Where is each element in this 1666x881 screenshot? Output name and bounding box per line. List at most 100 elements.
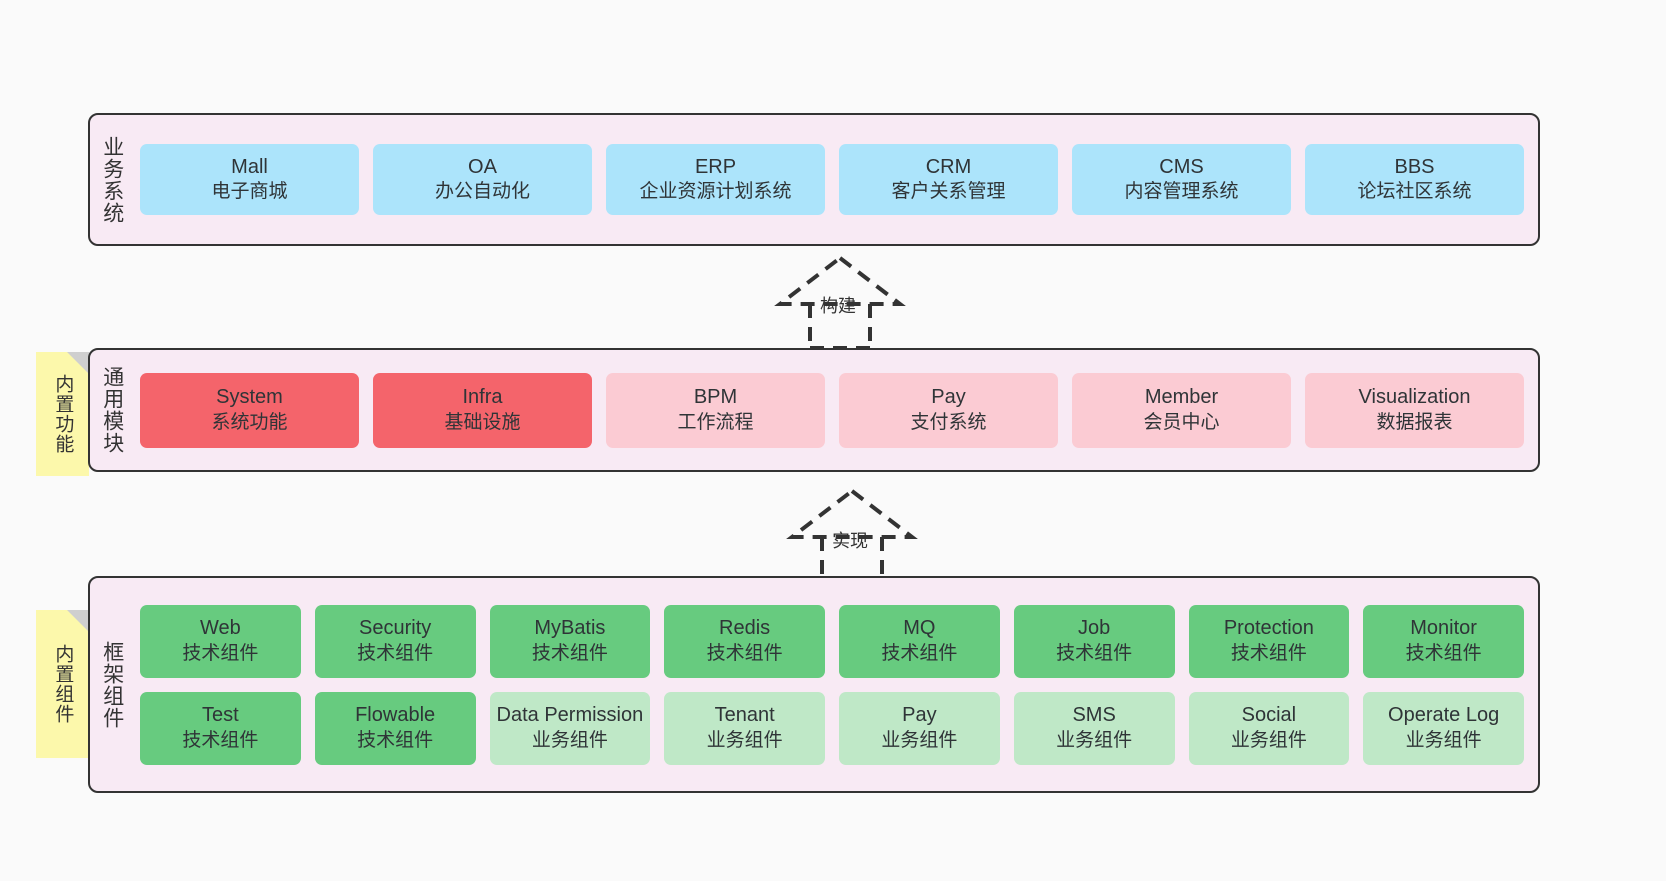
node-redis-subtitle: 技术组件 — [706, 642, 783, 664]
node-mall[interactable]: Mall 电子商城 — [140, 144, 359, 215]
node-job-subtitle: 技术组件 — [1056, 642, 1133, 664]
layer-business-system: 业务系统 Mall 电子商城 OA 办公自动化 ERP 企业资源计划系统 CRM… — [88, 113, 1540, 246]
node-cms-subtitle: 内容管理系统 — [1124, 181, 1239, 203]
connector-build-label: 构建 — [820, 296, 856, 316]
note-builtin-function: 内置功能 — [36, 352, 89, 476]
node-visualization-subtitle: 数据报表 — [1376, 411, 1453, 433]
node-pay-component-title: Pay — [902, 704, 937, 727]
node-security[interactable]: Security 技术组件 — [314, 604, 476, 678]
row-common-modules: System 系统功能 Infra 基础设施 BPM 工作流程 Pay 支付系统… — [140, 372, 1524, 448]
node-operate-log-subtitle: 业务组件 — [1405, 729, 1482, 751]
note-builtin-component: 内置组件 — [36, 610, 89, 758]
node-web-subtitle: 技术组件 — [182, 642, 259, 664]
node-mybatis[interactable]: MyBatis 技术组件 — [489, 604, 651, 678]
node-mall-subtitle: 电子商城 — [211, 181, 288, 203]
row-business-components: Test 技术组件 Flowable 技术组件 Data Permission … — [140, 691, 1524, 765]
node-bbs-subtitle: 论坛社区系统 — [1357, 181, 1472, 203]
node-operate-log[interactable]: Operate Log 业务组件 — [1363, 691, 1524, 765]
node-social[interactable]: Social 业务组件 — [1188, 691, 1350, 765]
node-oa-title: OA — [468, 155, 497, 178]
node-bpm-title: BPM — [693, 386, 738, 409]
node-mq-subtitle: 技术组件 — [881, 642, 958, 664]
node-monitor[interactable]: Monitor 技术组件 — [1363, 604, 1524, 678]
connector-build: 构建 — [752, 252, 932, 362]
node-visualization-title: Visualization — [1358, 386, 1471, 409]
layer-body-business-system: Mall 电子商城 OA 办公自动化 ERP 企业资源计划系统 CRM 客户关系… — [134, 115, 1538, 244]
node-pay-component-subtitle: 业务组件 — [881, 729, 958, 751]
node-bpm[interactable]: BPM 工作流程 — [606, 372, 825, 448]
layer-title-business-system: 业务系统 — [100, 135, 124, 224]
node-flowable[interactable]: Flowable 技术组件 — [314, 691, 476, 765]
layer-framework-component: 框架组件 Web 技术组件 Security 技术组件 MyBatis 技术组件… — [88, 576, 1540, 793]
node-flowable-subtitle: 技术组件 — [357, 729, 434, 751]
node-tenant-subtitle: 业务组件 — [706, 729, 783, 751]
node-erp[interactable]: ERP 企业资源计划系统 — [606, 144, 825, 215]
node-web-title: Web — [199, 617, 241, 640]
node-oa-subtitle: 办公自动化 — [434, 181, 530, 203]
node-sms[interactable]: SMS 业务组件 — [1013, 691, 1175, 765]
node-bpm-subtitle: 工作流程 — [677, 411, 754, 433]
node-job[interactable]: Job 技术组件 — [1013, 604, 1175, 678]
node-pay-component[interactable]: Pay 业务组件 — [839, 691, 1000, 765]
node-erp-title: ERP — [694, 155, 737, 178]
node-member-title: Member — [1144, 386, 1219, 409]
node-protection-subtitle: 技术组件 — [1230, 642, 1307, 664]
row-tech-components: Web 技术组件 Security 技术组件 MyBatis 技术组件 Redi… — [140, 604, 1524, 678]
node-pay-module-title: Pay — [931, 386, 966, 409]
note-builtin-function-label: 内置功能 — [52, 374, 74, 454]
node-cms[interactable]: CMS 内容管理系统 — [1072, 144, 1291, 215]
node-sms-title: SMS — [1072, 704, 1116, 727]
node-mall-title: Mall — [231, 155, 268, 178]
node-bbs-title: BBS — [1394, 155, 1435, 178]
node-member-subtitle: 会员中心 — [1143, 411, 1220, 433]
node-data-permission-subtitle: 业务组件 — [531, 729, 608, 751]
node-crm-title: CRM — [925, 155, 972, 178]
node-monitor-subtitle: 技术组件 — [1405, 642, 1482, 664]
node-tenant-title: Tenant — [714, 704, 775, 727]
node-infra[interactable]: Infra 基础设施 — [373, 372, 592, 448]
node-operate-log-title: Operate Log — [1388, 704, 1500, 727]
node-crm-subtitle: 客户关系管理 — [891, 181, 1006, 203]
node-pay-module[interactable]: Pay 支付系统 — [839, 372, 1058, 448]
node-system[interactable]: System 系统功能 — [140, 372, 359, 448]
node-crm[interactable]: CRM 客户关系管理 — [839, 144, 1058, 215]
node-tenant[interactable]: Tenant 业务组件 — [664, 691, 825, 765]
node-oa[interactable]: OA 办公自动化 — [373, 144, 592, 215]
node-erp-subtitle: 企业资源计划系统 — [639, 181, 792, 203]
node-visualization[interactable]: Visualization 数据报表 — [1305, 372, 1524, 448]
row-business-systems: Mall 电子商城 OA 办公自动化 ERP 企业资源计划系统 CRM 客户关系… — [140, 144, 1524, 215]
node-pay-module-subtitle: 支付系统 — [910, 411, 987, 433]
node-monitor-title: Monitor — [1410, 617, 1477, 640]
node-test-subtitle: 技术组件 — [182, 729, 259, 751]
layer-common-module: 通用模块 System 系统功能 Infra 基础设施 BPM 工作流程 Pay… — [88, 348, 1540, 472]
node-data-permission[interactable]: Data Permission 业务组件 — [489, 691, 651, 765]
node-mybatis-subtitle: 技术组件 — [531, 642, 608, 664]
node-infra-title: Infra — [462, 386, 503, 409]
layer-title-framework-component: 框架组件 — [100, 640, 124, 729]
node-web[interactable]: Web 技术组件 — [140, 604, 301, 678]
node-security-subtitle: 技术组件 — [357, 642, 434, 664]
node-redis[interactable]: Redis 技术组件 — [664, 604, 825, 678]
node-mq[interactable]: MQ 技术组件 — [839, 604, 1000, 678]
node-test[interactable]: Test 技术组件 — [140, 691, 301, 765]
node-data-permission-title: Data Permission — [496, 704, 644, 727]
note-fold-corner-icon — [67, 352, 89, 374]
node-protection[interactable]: Protection 技术组件 — [1188, 604, 1350, 678]
node-test-title: Test — [202, 704, 239, 727]
node-member[interactable]: Member 会员中心 — [1072, 372, 1291, 448]
node-mybatis-title: MyBatis — [534, 617, 606, 640]
note-builtin-component-label: 内置组件 — [52, 644, 74, 724]
layer-body-common-module: System 系统功能 Infra 基础设施 BPM 工作流程 Pay 支付系统… — [134, 350, 1538, 470]
node-security-title: Security — [359, 617, 432, 640]
node-system-subtitle: 系统功能 — [211, 411, 288, 433]
node-job-title: Job — [1078, 617, 1111, 640]
node-social-subtitle: 业务组件 — [1230, 729, 1307, 751]
node-bbs[interactable]: BBS 论坛社区系统 — [1305, 144, 1524, 215]
node-mq-title: MQ — [903, 617, 936, 640]
node-infra-subtitle: 基础设施 — [444, 411, 521, 433]
node-sms-subtitle: 业务组件 — [1056, 729, 1133, 751]
node-cms-title: CMS — [1159, 155, 1204, 178]
layer-body-framework-component: Web 技术组件 Security 技术组件 MyBatis 技术组件 Redi… — [134, 578, 1538, 791]
node-social-title: Social — [1241, 704, 1297, 727]
node-system-title: System — [216, 386, 283, 409]
